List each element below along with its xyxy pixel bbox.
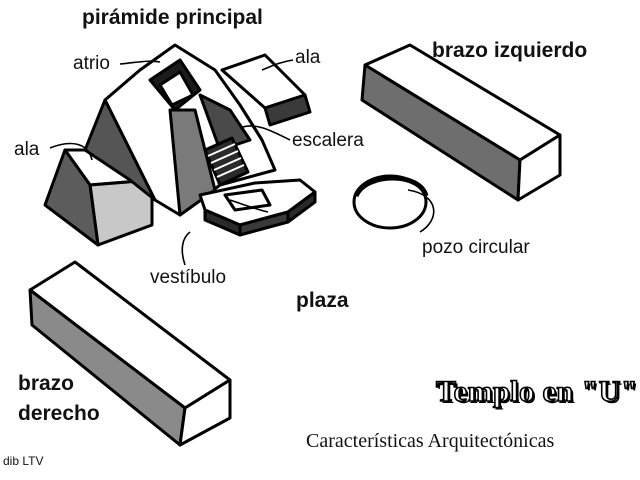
label-escalera: escalera bbox=[292, 130, 364, 151]
label-brazo-derecho-line1: brazo bbox=[18, 372, 75, 395]
right-wing-block bbox=[220, 53, 312, 127]
label-pozo-circular: pozo circular bbox=[422, 237, 530, 258]
vestibule bbox=[198, 178, 317, 237]
left-arm-block bbox=[360, 43, 562, 202]
right-arm-block bbox=[28, 260, 232, 447]
label-vestibulo: vestíbulo bbox=[150, 267, 227, 288]
label-brazo-derecho-line2: derecho bbox=[18, 402, 100, 425]
staircase bbox=[203, 136, 250, 187]
label-ala-right: ala bbox=[295, 47, 321, 68]
leader-lines bbox=[49, 59, 435, 266]
diagram-subtitle: Características Arquitectónicas bbox=[306, 430, 555, 452]
diagram-title: Templo en "U" bbox=[435, 375, 639, 408]
credit-text: dib LTV bbox=[3, 454, 44, 468]
label-atrio: atrio bbox=[73, 53, 110, 74]
label-ala-left: ala bbox=[14, 139, 40, 160]
circular-well bbox=[352, 174, 429, 230]
label-piramide-principal: pirámide principal bbox=[82, 6, 263, 29]
label-brazo-izquierdo: brazo izquierdo bbox=[432, 39, 588, 62]
label-plaza: plaza bbox=[296, 289, 349, 312]
